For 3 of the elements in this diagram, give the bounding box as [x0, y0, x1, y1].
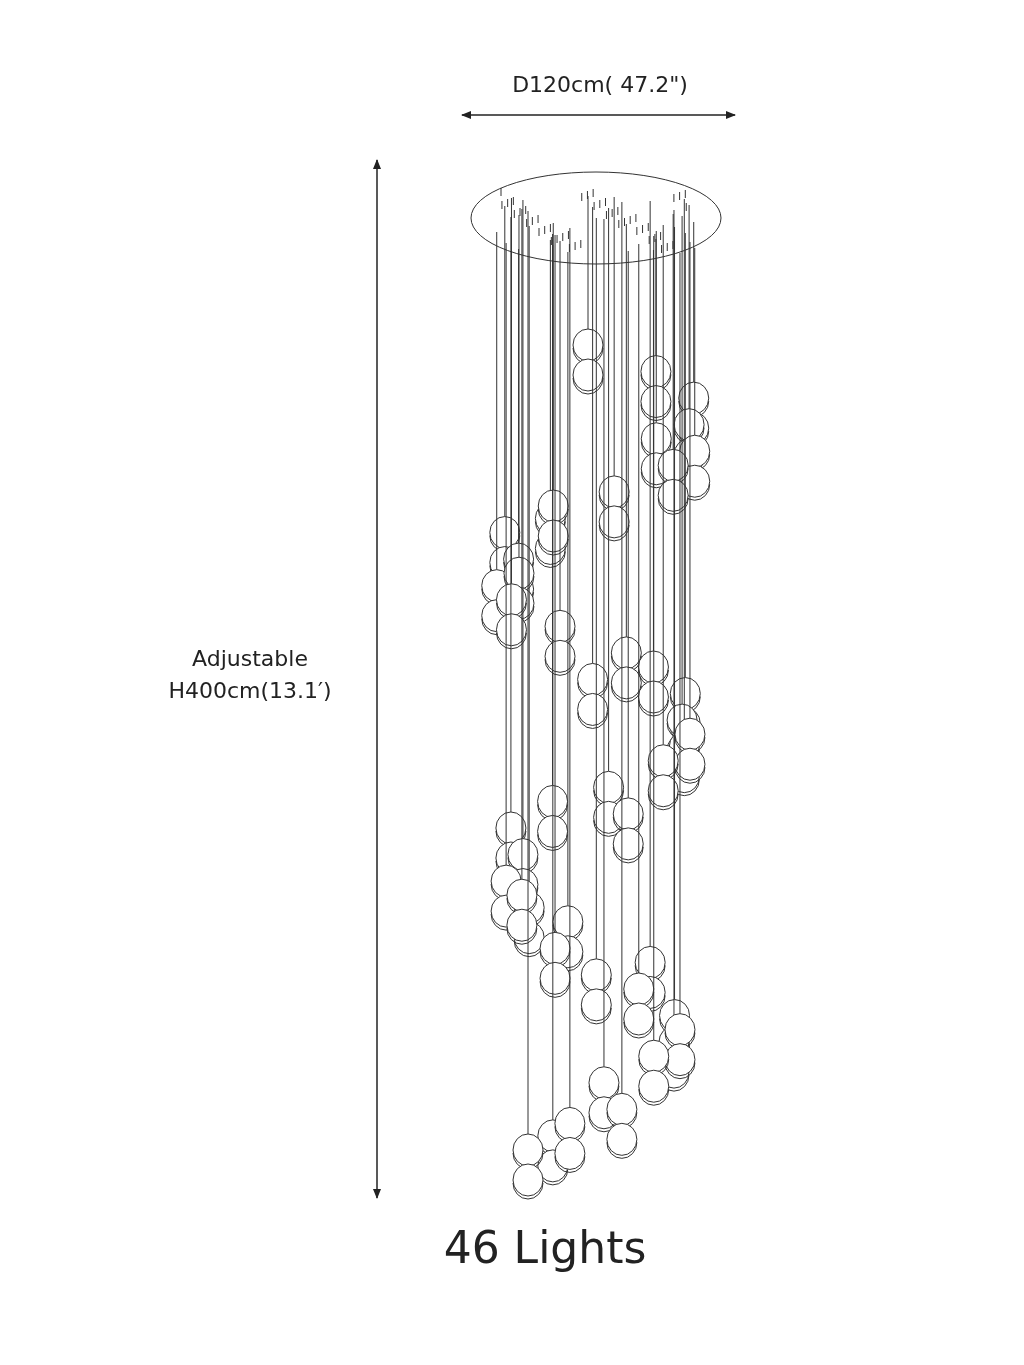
product-caption: 46 Lights — [442, 1222, 648, 1273]
dimension-label: Adjustable H400cm(13.1′) — [167, 645, 333, 705]
dimension-label: D120cm( 47.2") — [511, 72, 689, 97]
